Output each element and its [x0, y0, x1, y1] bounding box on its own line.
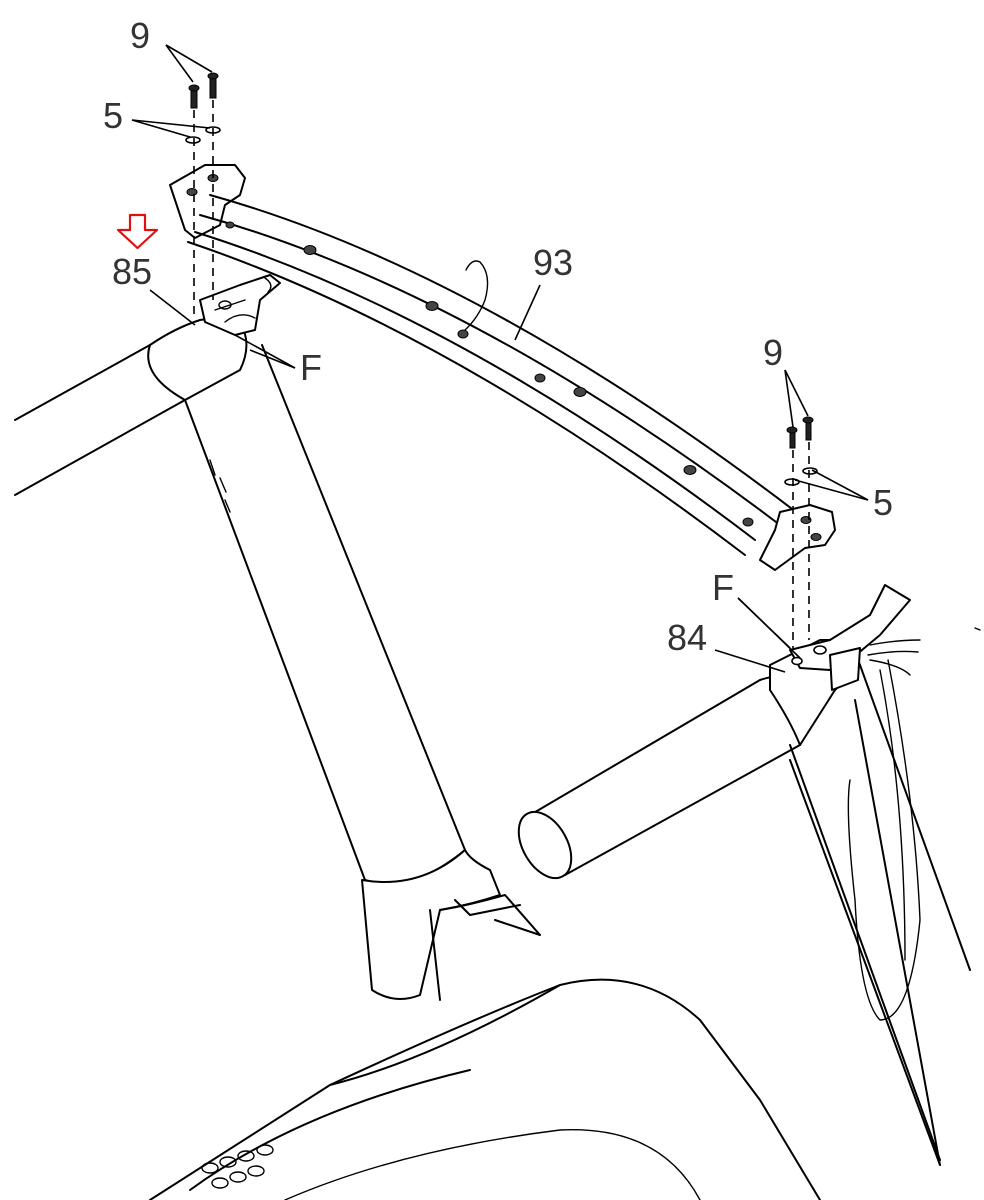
crossbar-93	[169, 164, 836, 571]
fasteners-left	[185, 72, 221, 320]
vent-holes	[201, 1144, 274, 1189]
callout-9-top-left: 9	[130, 15, 150, 56]
base-housing	[149, 978, 821, 1200]
callout-85: 85	[112, 251, 152, 292]
upright-right-84	[517, 584, 971, 1166]
callout-84: 84	[667, 617, 707, 658]
washer-right-2	[802, 467, 818, 475]
upright-left-85	[14, 274, 541, 1001]
callout-f-left: F	[300, 347, 322, 388]
callout-9-right: 9	[763, 332, 783, 373]
washer-left-1	[185, 136, 201, 144]
callout-93: 93	[533, 242, 573, 283]
callout-f-right: F	[712, 567, 734, 608]
fasteners-right	[784, 416, 818, 650]
down-arrow-outline-icon	[116, 213, 159, 250]
leader-lines	[131, 44, 869, 673]
callout-5-right: 5	[873, 482, 893, 523]
callout-5-top-left: 5	[103, 95, 123, 136]
